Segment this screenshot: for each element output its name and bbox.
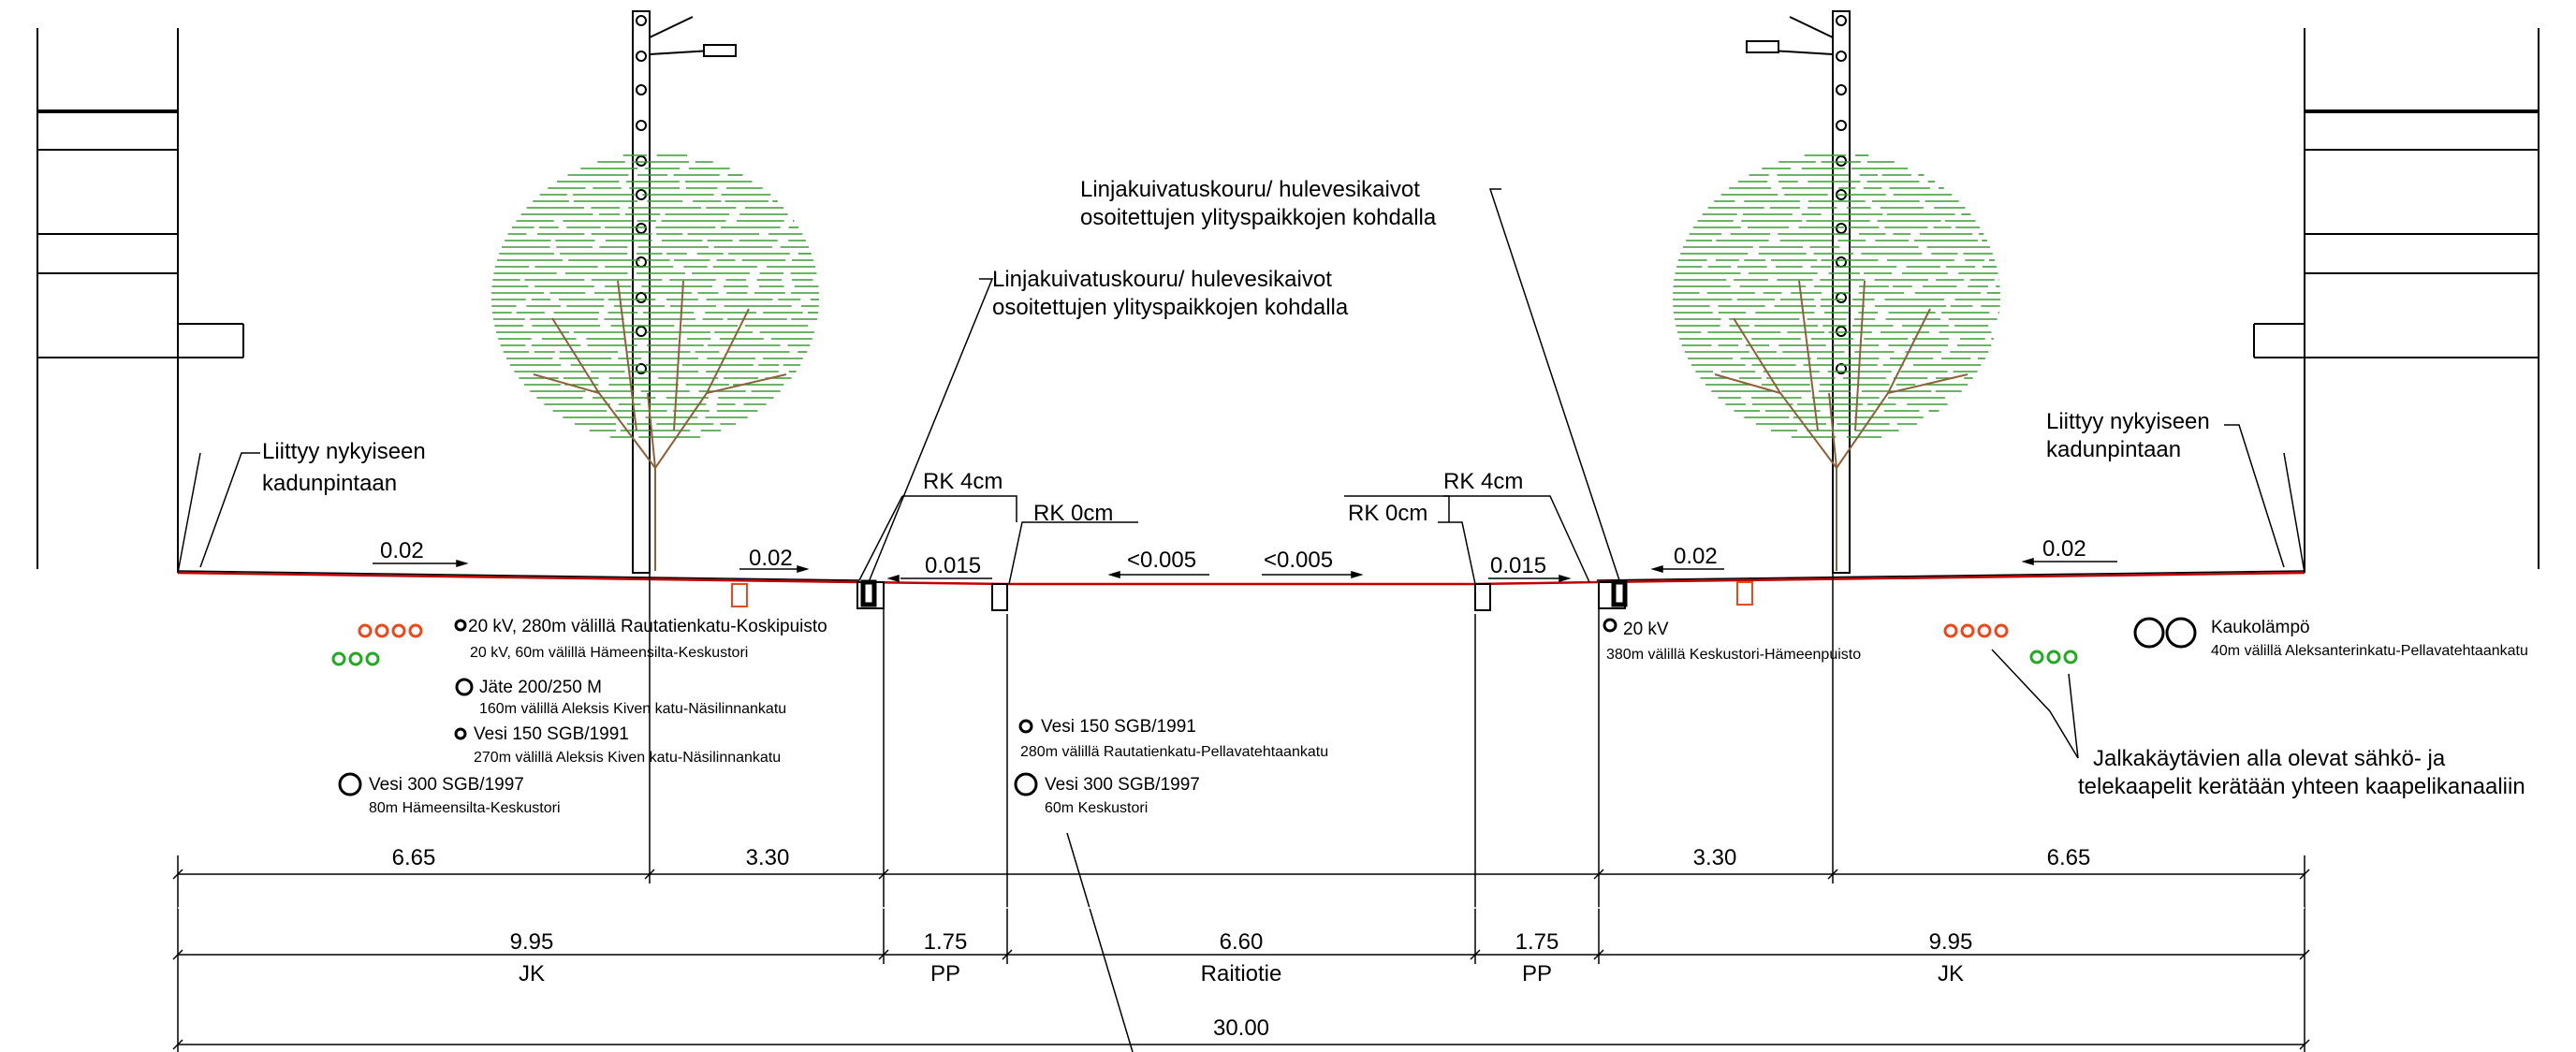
dimension-label: 3.30 (746, 845, 790, 870)
branch (533, 373, 600, 394)
branch (1828, 392, 1837, 469)
curb-rk0-right: RK 0cm (1348, 501, 1427, 526)
light-pole-left (632, 10, 737, 574)
vesi300-mid-sub: 60m Keskustori (1045, 800, 1148, 816)
dimension-label: 6.60 (1220, 929, 1264, 955)
tree-left (491, 154, 819, 571)
vesi150-mid-title: Vesi 150 SGB/1991 (1041, 717, 1196, 737)
building-left (37, 28, 244, 573)
slope-arrows (373, 557, 2117, 583)
connect-note-right-line1: Liittyy nykyiseen (2046, 409, 2210, 434)
kv20-right-title: 20 kV (1623, 620, 1669, 639)
curbs (856, 579, 1628, 611)
branch (1887, 373, 1969, 394)
vesi150-left-sub: 270m välillä Aleksis Kiven katu-Näsilinn… (474, 750, 781, 766)
vesi150-mid-sub: 280m välillä Rautatienkatu-Pellavatehtaa… (1020, 744, 1328, 760)
slope-label: 0.02 (2042, 536, 2086, 562)
branch (647, 392, 656, 469)
branch (1854, 280, 1866, 431)
curb-rk0-left: RK 0cm (1033, 501, 1113, 526)
slope-label: 0.02 (380, 538, 424, 563)
cable-bundles (331, 623, 2078, 666)
branch (673, 280, 684, 431)
dimension-label: 1.75 (1515, 929, 1559, 955)
curb-rk4-left: RK 4cm (923, 469, 1003, 494)
branch (1733, 317, 1837, 469)
dimension-label: 1.75 (924, 929, 968, 955)
branch (617, 280, 637, 431)
pipe-symbols (338, 617, 2197, 796)
total-width-label: 30.00 (1213, 1015, 1269, 1041)
drainage-note-right-line2: osoitettujen ylityspaikkojen kohdalla (1080, 205, 1437, 230)
jate-title: Jäte 200/250 M (479, 678, 602, 697)
drainage-note-right-line1: Linjakuivatuskouru/ hulevesikaivot (1080, 177, 1420, 202)
dimension-label: 6.65 (2047, 845, 2091, 870)
leader-lines (199, 188, 2285, 1052)
slope-label: 0.02 (1674, 544, 1718, 569)
kv20-left-title: 20 kV, 280m välillä Rautatienkatu-Koskip… (468, 617, 827, 636)
connect-note-right-line2: kadunpintaan (2046, 437, 2181, 462)
slope-label: <0.005 (1127, 548, 1196, 573)
tree-right (1673, 154, 2000, 571)
zone-label: PP (1522, 961, 1552, 986)
dimension-lines (172, 573, 2310, 1052)
branch (706, 373, 787, 394)
curb-rk4-right: RK 4cm (1443, 469, 1523, 494)
kaukolampo-title: Kaukolämpö (2211, 618, 2310, 637)
connect-note-left-line1: Liittyy nykyiseen (262, 439, 426, 464)
slope-label: 0.02 (749, 546, 793, 571)
cable-channels (731, 581, 1753, 607)
kv20-left-sub: 20 kV, 60m välillä Hämeensilta-Keskustor… (470, 645, 748, 661)
drainage-note-left-line2: osoitettujen ylityspaikkojen kohdalla (992, 295, 1349, 320)
building-right (2253, 28, 2539, 573)
slope-label: <0.005 (1264, 548, 1333, 573)
dimension-label: 9.95 (510, 929, 554, 955)
kaukolampo-sub: 40m välillä Aleksanterinkatu-Pellavateht… (2211, 643, 2528, 659)
zone-label: Raitiotie (1201, 961, 1282, 986)
branch (1714, 373, 1781, 394)
zone-label: JK (519, 961, 545, 986)
dimension-label: 6.65 (392, 845, 436, 870)
dimension-labels: 6.65 3.30 3.30 6.65 9.95 1.75 6.60 1.75 … (392, 845, 2091, 1041)
slope-label: 0.015 (1490, 553, 1546, 578)
slope-label: 0.015 (925, 553, 981, 578)
connect-note-left-line2: kadunpintaan (262, 471, 397, 496)
jate-sub: 160m välillä Aleksis Kiven katu-Näsilinn… (479, 701, 786, 717)
kv20-right-sub: 380m välillä Keskustori-Hämeenpuisto (1606, 647, 1861, 663)
dimension-label: 3.30 (1693, 845, 1737, 870)
dimension-label: 9.95 (1929, 929, 1973, 955)
walkway-cables-note-line1: Jalkakäytävien alla olevat sähkö- ja (2093, 746, 2446, 771)
walkway-cables-note-line2: telekaapelit kerätään yhteen kaapelikana… (2078, 774, 2525, 799)
zone-label: PP (930, 961, 960, 986)
light-pole-right (1746, 10, 1851, 574)
utility-labels: 20 kV, 280m välillä Rautatienkatu-Koskip… (369, 617, 2528, 816)
vesi150-left-title: Vesi 150 SGB/1991 (474, 724, 629, 744)
vesi300-left-title: Vesi 300 SGB/1997 (369, 775, 524, 795)
vesi300-mid-title: Vesi 300 SGB/1997 (1045, 775, 1200, 795)
drainage-note-left-line1: Linjakuivatuskouru/ hulevesikaivot (992, 267, 1332, 292)
vesi300-left-sub: 80m Hämeensilta-Keskustori (369, 800, 561, 816)
branch (1798, 280, 1819, 431)
street-surface (177, 452, 2305, 586)
zone-label: JK (1938, 961, 1964, 986)
